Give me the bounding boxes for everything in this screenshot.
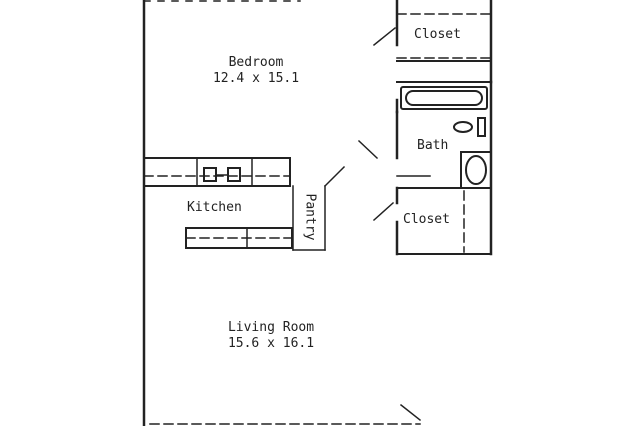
bathtub-basin xyxy=(405,90,483,106)
closet-lower-door xyxy=(372,201,395,222)
entry-door xyxy=(399,403,422,422)
kitchen-label: Kitchen xyxy=(187,200,242,215)
living-room-name: Living Room xyxy=(227,320,315,335)
living-room-size: 15.6 x 16.1 xyxy=(227,336,315,351)
bedroom-name: Bedroom xyxy=(228,55,284,70)
bath-door xyxy=(357,139,379,160)
sink xyxy=(465,155,487,185)
toilet-bowl xyxy=(453,121,473,133)
pantry-door xyxy=(323,165,346,188)
living-room-label-block: Living Room 15.6 x 16.1 xyxy=(206,320,336,352)
bathtub xyxy=(400,86,488,110)
bedroom-label-block: Bedroom 12.4 x 15.1 xyxy=(196,55,316,87)
closet-upper-label: Closet xyxy=(414,27,461,42)
toilet-tank xyxy=(477,117,486,137)
stove-burner-left xyxy=(203,167,217,182)
pantry-label: Pantry xyxy=(302,193,318,241)
bath-label: Bath xyxy=(417,138,449,153)
bedroom-size: 12.4 x 15.1 xyxy=(212,71,300,86)
stove-burner-right xyxy=(227,167,241,182)
closet-upper-door xyxy=(372,26,397,47)
closet-lower-label: Closet xyxy=(403,212,450,227)
